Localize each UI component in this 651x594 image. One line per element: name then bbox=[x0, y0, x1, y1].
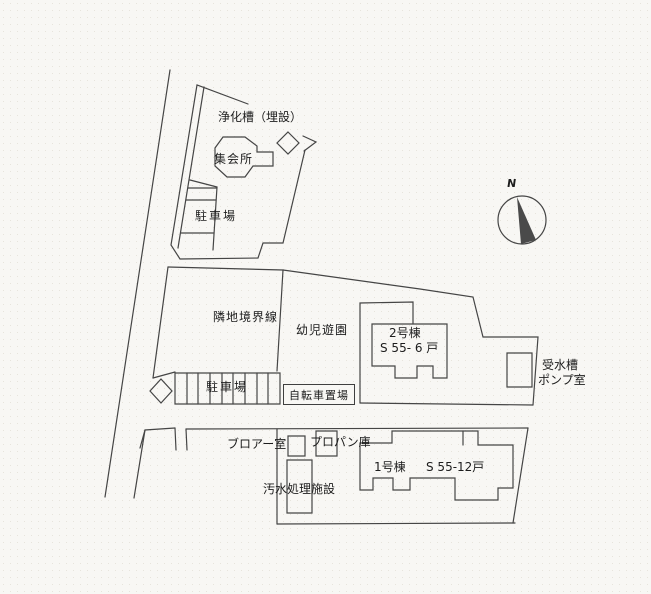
building-2-name-label: 2号棟 bbox=[389, 326, 421, 340]
street-entrance-tick bbox=[186, 429, 187, 450]
water-tank-pump-room-box bbox=[507, 353, 532, 387]
water-tank-label-line2: ポンプ室 bbox=[538, 373, 586, 387]
building-2-units-label: S 55- 6 戸 bbox=[380, 341, 439, 355]
middle-parking-stripes bbox=[187, 373, 268, 404]
building-2-footprint bbox=[372, 324, 447, 378]
street-corner-line bbox=[140, 428, 175, 448]
compass-circle bbox=[498, 196, 546, 244]
middle-band bbox=[150, 267, 538, 405]
middle-band-left-edge bbox=[153, 267, 168, 378]
propane-storage-box bbox=[316, 431, 337, 456]
middle-parking-label: 駐車場 bbox=[206, 380, 249, 394]
parking-approach-line bbox=[153, 372, 175, 378]
septic-tank-diamond bbox=[277, 132, 299, 154]
road-lines bbox=[105, 70, 187, 498]
lower-parcel-bottom-edge bbox=[277, 523, 515, 524]
compass-north-label: N bbox=[506, 177, 518, 190]
middle-parking-lot bbox=[175, 373, 280, 404]
compass-needle-icon bbox=[517, 197, 536, 244]
propane-storage-label: プロパン庫 bbox=[310, 435, 371, 449]
road-edge-line bbox=[134, 430, 145, 498]
children-playground-label: 幼児遊園 bbox=[296, 323, 349, 337]
upper-parcel-outline bbox=[171, 85, 305, 259]
road-edge-line bbox=[105, 70, 170, 497]
building-1-units-label: S 55-12戸 bbox=[426, 460, 485, 474]
building-2-fence bbox=[360, 302, 413, 403]
building-1-footprint bbox=[360, 431, 513, 500]
septic-tank-label: 浄化槽（埋設） bbox=[218, 110, 303, 124]
sewage-facility-box bbox=[287, 460, 312, 513]
street-entrance-tick bbox=[175, 428, 176, 450]
building-1-name-label: 1号棟 bbox=[374, 460, 406, 474]
meeting-hall-building bbox=[215, 137, 273, 177]
adjacent-boundary-edge bbox=[277, 270, 283, 371]
blower-room-label: ブロアー室 bbox=[227, 437, 287, 451]
bicycle-parking-label-box: 自転車置場 bbox=[283, 384, 355, 405]
lower-parcel-top-edge bbox=[186, 428, 528, 429]
corner-diamond bbox=[150, 379, 172, 403]
north-compass bbox=[498, 196, 546, 244]
upper-parking-label: 駐車場 bbox=[195, 209, 238, 223]
upper-parcel-inner-edge bbox=[178, 87, 204, 248]
building-2-parcel-bottom bbox=[360, 403, 533, 405]
parking-strip-edge bbox=[190, 180, 217, 250]
lower-parcel-right-edge bbox=[513, 428, 528, 523]
sewage-facility-label: 汚水処理施設 bbox=[263, 482, 336, 496]
upper-parcel bbox=[171, 85, 316, 259]
water-tank-label-line1: 受水槽 bbox=[542, 358, 579, 372]
corner-flag-mark bbox=[303, 136, 316, 151]
lower-parcel bbox=[186, 428, 528, 524]
adjacent-boundary-label: 隣地境界線 bbox=[213, 310, 279, 324]
meeting-hall-label: 集会所 bbox=[214, 152, 254, 166]
blower-room-box bbox=[288, 436, 305, 456]
